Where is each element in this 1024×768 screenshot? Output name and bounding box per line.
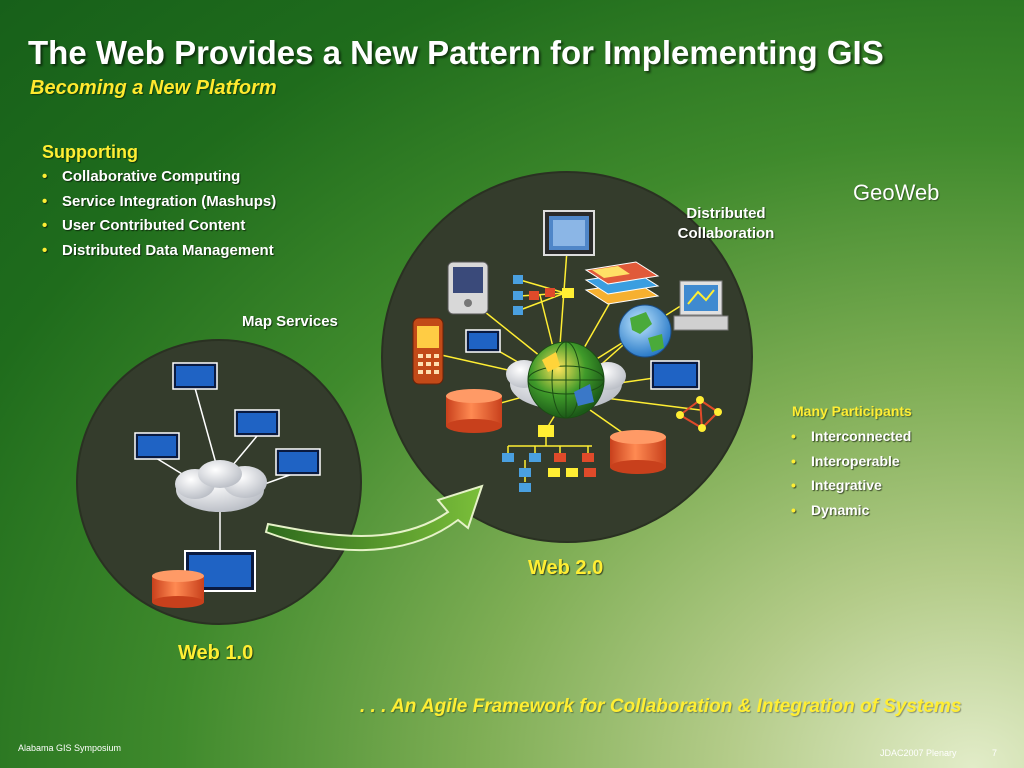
bullet-icon: • xyxy=(791,501,796,518)
pda-device-icon xyxy=(447,261,489,315)
list-item: •Collaborative Computing xyxy=(42,168,241,185)
web20-label: Web 2.0 xyxy=(528,557,604,579)
laptop-map-icon xyxy=(673,280,729,331)
footer-session: JDAC2007 Plenary xyxy=(880,748,957,758)
bullet-icon: • xyxy=(42,168,48,185)
supporting-heading: Supporting xyxy=(42,142,138,162)
bullet-icon: • xyxy=(42,192,48,210)
participants-heading: Many Participants xyxy=(792,403,912,419)
geoweb-label: GeoWeb xyxy=(853,180,940,205)
list-item: •User Contributed Content xyxy=(42,217,246,234)
web10-cloud-icon xyxy=(175,460,267,512)
earth-globe-icon xyxy=(618,304,672,358)
bullet-icon: • xyxy=(791,477,796,493)
bullet-icon: • xyxy=(42,217,48,234)
list-item: •Service Integration (Mashups) xyxy=(42,192,277,210)
footer-event: Alabama GIS Symposium xyxy=(18,743,122,753)
list-item: •Interconnected xyxy=(791,428,912,444)
bullet-icon: • xyxy=(791,452,796,469)
slide-title: The Web Provides a New Pattern for Imple… xyxy=(28,34,884,71)
evolution-arrow-icon xyxy=(264,484,484,552)
participants-list: •Interconnected •Interoperable •Integrat… xyxy=(791,428,911,526)
list-item: •Distributed Data Management xyxy=(42,241,274,259)
page-number: 7 xyxy=(992,748,998,758)
bullet-icon: • xyxy=(791,428,796,444)
web10-label: Web 1.0 xyxy=(178,642,254,664)
map-layers-icon xyxy=(584,261,660,305)
web20-monitor-icons xyxy=(465,329,700,390)
web10-monitor-icons xyxy=(134,362,321,592)
bullet-icon: • xyxy=(42,241,48,259)
mobile-phone-icon xyxy=(412,317,444,385)
map-services-label: Map Services xyxy=(242,313,338,330)
web20-database-icons xyxy=(446,389,666,474)
tagline: . . . An Agile Framework for Collaborati… xyxy=(360,696,962,717)
list-item: •Interoperable xyxy=(791,452,900,469)
central-globe-icon xyxy=(506,341,626,419)
list-item: •Dynamic xyxy=(791,501,870,518)
mesh-network-icon xyxy=(676,396,722,432)
org-tree-icon xyxy=(502,425,596,492)
slide-subtitle: Becoming a New Platform xyxy=(30,77,277,99)
top-monitor-icon xyxy=(543,210,595,256)
network-nodes-icon xyxy=(513,275,574,315)
web10-database-icon xyxy=(152,570,204,608)
distributed-collaboration-label: Distributed Collaboration xyxy=(677,205,775,242)
supporting-list: •Collaborative Computing •Service Integr… xyxy=(42,168,276,266)
list-item: •Integrative xyxy=(791,477,882,493)
